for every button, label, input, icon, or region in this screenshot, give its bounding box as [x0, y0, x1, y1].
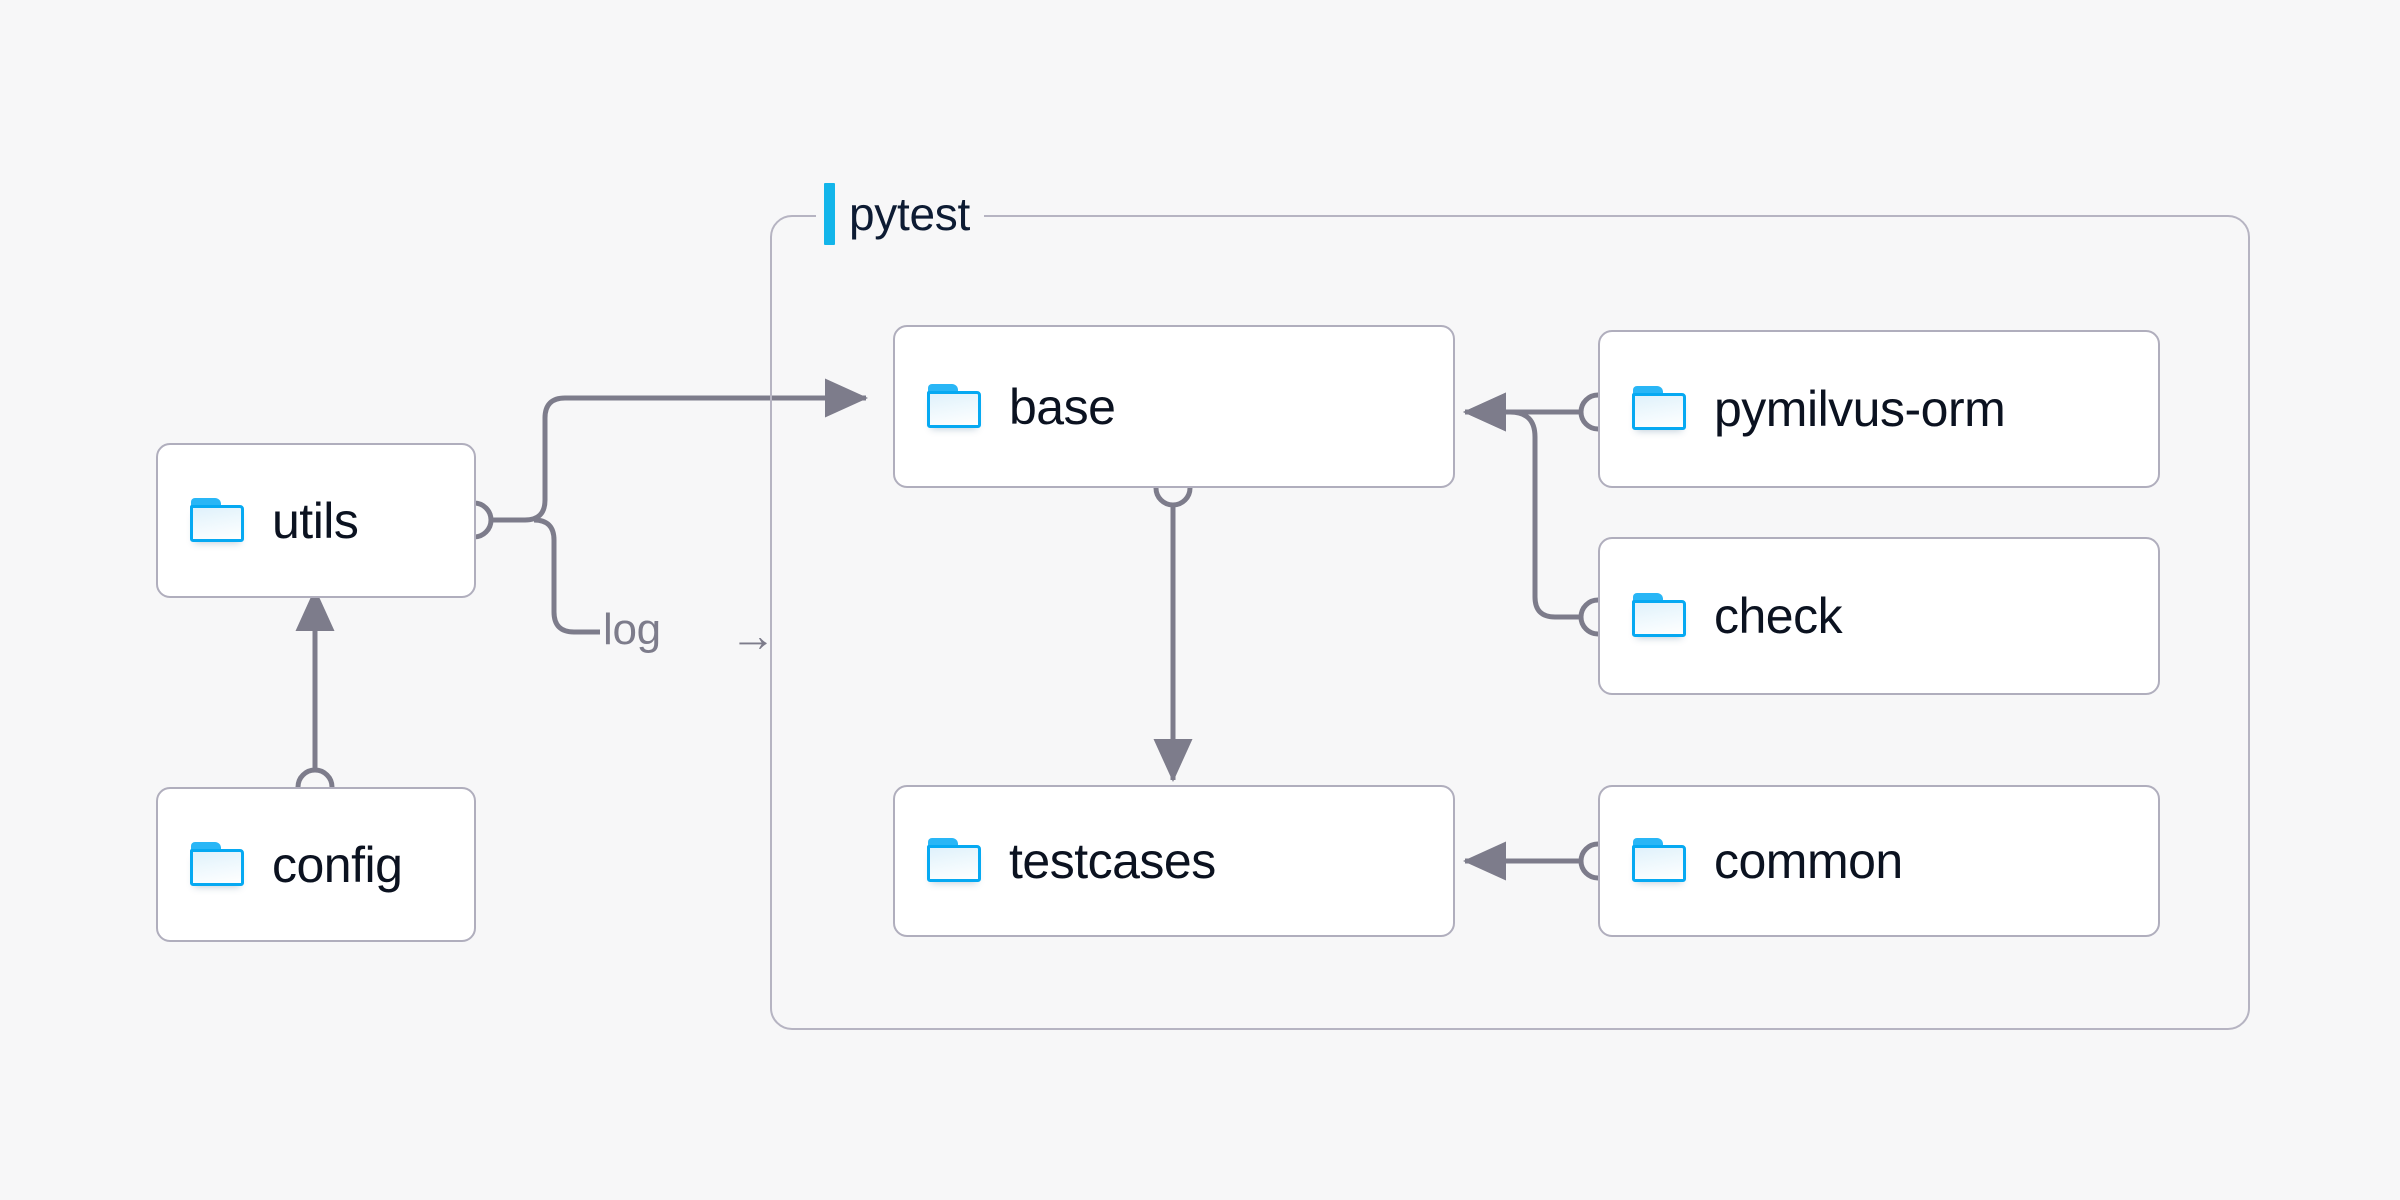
node-testcases[interactable]: testcases — [893, 785, 1455, 937]
group-pytest-label: pytest — [816, 183, 984, 245]
edge-label-log: log — [603, 605, 661, 654]
log-arrow-icon: → — [730, 609, 776, 661]
node-base[interactable]: base — [893, 325, 1455, 488]
edge-utils-to-log — [533, 517, 600, 635]
node-check-label: check — [1714, 588, 1843, 644]
node-utils-label: utils — [272, 492, 359, 549]
folder-icon — [1632, 386, 1688, 432]
node-common[interactable]: common — [1598, 785, 2160, 937]
node-common-label: common — [1714, 833, 1903, 889]
node-utils[interactable]: utils — [156, 443, 476, 598]
folder-icon — [190, 841, 246, 888]
node-config-label: config — [272, 836, 403, 893]
folder-icon — [927, 383, 983, 430]
folder-icon — [1632, 838, 1688, 884]
folder-icon — [1632, 593, 1688, 639]
node-testcases-label: testcases — [1009, 833, 1216, 889]
node-pymilvus-orm[interactable]: pymilvus-orm — [1598, 330, 2160, 488]
group-pytest — [770, 215, 2250, 1030]
node-base-label: base — [1009, 378, 1116, 435]
node-check[interactable]: check — [1598, 537, 2160, 695]
folder-icon — [927, 838, 983, 884]
node-pymilvus-orm-label: pymilvus-orm — [1714, 381, 2006, 437]
node-config[interactable]: config — [156, 787, 476, 942]
accent-bar-icon — [824, 183, 835, 245]
folder-icon — [190, 497, 246, 544]
group-pytest-title: pytest — [849, 188, 970, 240]
